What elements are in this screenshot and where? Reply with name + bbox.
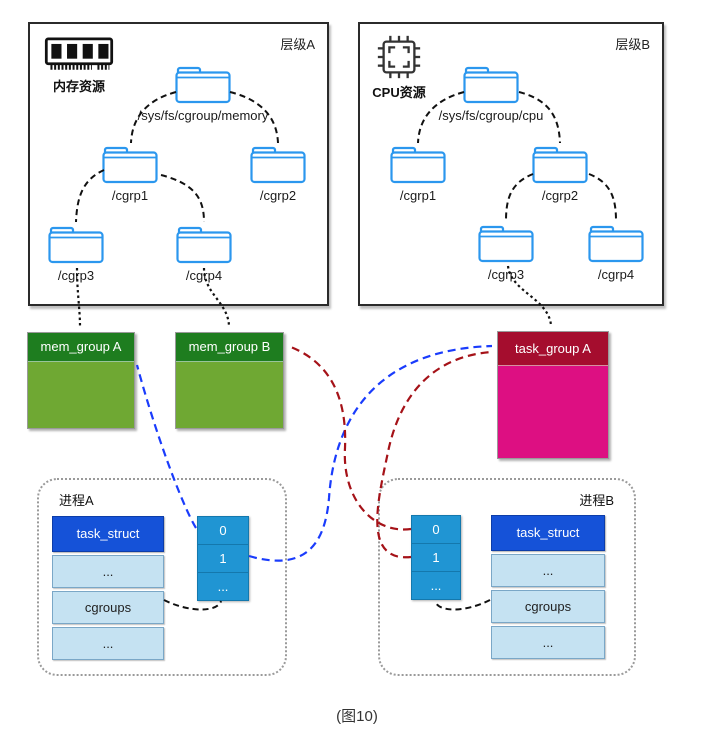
- folder-label-cgrp3-b: /cgrp3: [487, 267, 525, 282]
- folder-icon-cgrp3-b: [478, 225, 534, 263]
- folder-icon-cgrp2-a: [250, 146, 306, 184]
- array-cell: 0: [198, 517, 248, 545]
- hierarchy-a-title: 层级A: [280, 37, 315, 52]
- cpu-resource-label: CPU资源: [372, 85, 426, 100]
- folder-label-root-b: /sys/fs/cgroup/cpu: [438, 108, 544, 123]
- subsys-array-b: 0 1 ...: [411, 515, 461, 600]
- folder-icon-root-b: [463, 66, 519, 104]
- folder-icon-cgrp4-b: [588, 225, 644, 263]
- folder-label-cgrp1-a: /cgrp1: [111, 188, 149, 203]
- mem-group-a-box: mem_group A: [27, 332, 135, 429]
- struct-row: ...: [52, 555, 164, 588]
- figure-caption: (图10): [336, 708, 378, 725]
- folder-label-cgrp2-b: /cgrp2: [541, 188, 579, 203]
- hierarchy-b-title: 层级B: [615, 37, 650, 52]
- mem-group-b-box: mem_group B: [175, 332, 284, 429]
- mem-group-b-title: mem_group B: [176, 333, 283, 362]
- task-group-a-box: task_group A: [497, 331, 609, 459]
- folder-icon-cgrp1-a: [102, 146, 158, 184]
- task-struct-table-b: task_struct ... cgroups ...: [491, 515, 605, 659]
- task-struct-header-b: task_struct: [491, 515, 605, 551]
- array-cell: 0: [412, 516, 460, 544]
- task-struct-table-a: task_struct ... cgroups ...: [52, 516, 164, 660]
- array-cell: ...: [412, 572, 460, 599]
- folder-icon-cgrp1-b: [390, 146, 446, 184]
- array-cell: ...: [198, 573, 248, 600]
- struct-row-cgroups-b: cgroups: [491, 590, 605, 623]
- folder-label-cgrp4-a: /cgrp4: [185, 268, 223, 283]
- struct-row: ...: [491, 626, 605, 659]
- folder-icon-cgrp4-a: [176, 226, 232, 264]
- struct-row-cgroups-a: cgroups: [52, 591, 164, 624]
- memory-ram-icon: [44, 36, 114, 74]
- struct-row: ...: [491, 554, 605, 587]
- array-cell: 1: [412, 544, 460, 572]
- folder-icon-cgrp2-b: [532, 146, 588, 184]
- process-b-title: 进程B: [579, 493, 614, 508]
- cpu-chip-icon: [374, 32, 424, 82]
- struct-row: ...: [52, 627, 164, 660]
- array-cell: 1: [198, 545, 248, 573]
- task-group-a-title: task_group A: [498, 332, 608, 366]
- mem-group-a-title: mem_group A: [28, 333, 134, 362]
- folder-icon-root-a: [175, 66, 231, 104]
- folder-icon-cgrp3-a: [48, 226, 104, 264]
- memory-resource-label: 内存资源: [52, 79, 105, 94]
- folder-label-cgrp1-b: /cgrp1: [399, 188, 437, 203]
- process-a-title: 进程A: [59, 493, 94, 508]
- folder-label-root-a: /sys/fs/cgroup/memory: [137, 108, 269, 123]
- subsys-array-a: 0 1 ...: [197, 516, 249, 601]
- folder-label-cgrp2-a: /cgrp2: [259, 188, 297, 203]
- folder-label-cgrp3-a: /cgrp3: [57, 268, 95, 283]
- task-struct-header-a: task_struct: [52, 516, 164, 552]
- folder-label-cgrp4-b: /cgrp4: [597, 267, 635, 282]
